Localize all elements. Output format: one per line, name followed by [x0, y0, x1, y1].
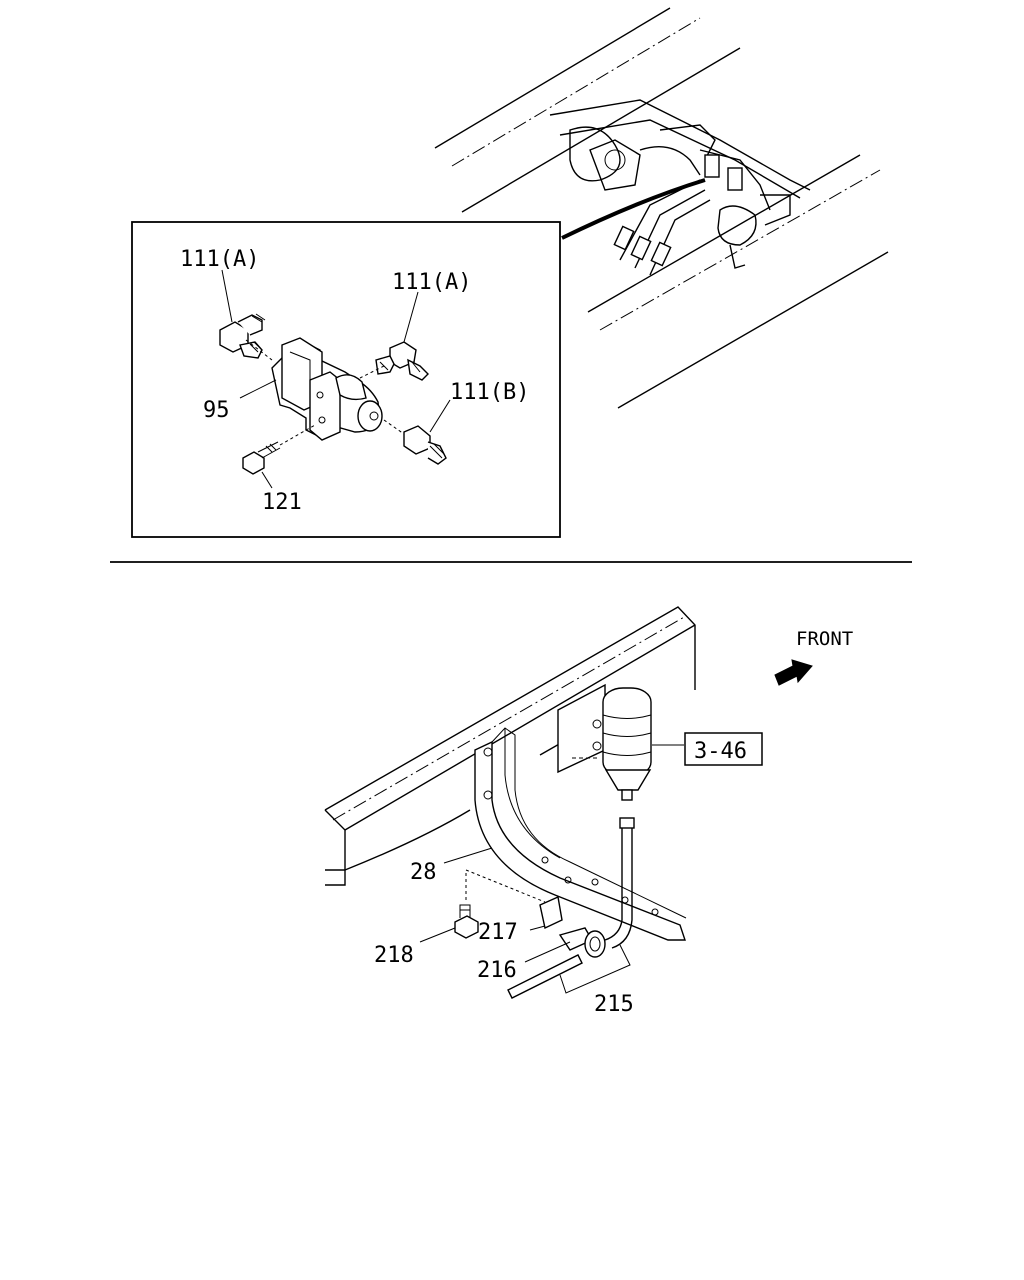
valve-assembly — [271, 337, 383, 441]
arrow-right-icon — [774, 659, 813, 686]
detail-box — [131, 221, 561, 538]
chassis-overview — [434, 7, 889, 409]
fitting-a-right-icon — [375, 341, 429, 381]
callout-fitting-a-left: 111(A) — [180, 247, 259, 272]
callout-bolt: 121 — [262, 490, 302, 515]
callout-217: 217 — [478, 920, 518, 945]
fitting-a-left-icon — [219, 313, 266, 359]
drain-cock-parts — [454, 869, 606, 999]
air-tank — [557, 683, 652, 801]
bolt-icon — [242, 441, 281, 475]
ref-box-label: 3-46 — [694, 739, 747, 764]
front-label: FRONT — [796, 628, 853, 650]
ref-box — [684, 732, 763, 766]
callout-valve: 95 — [203, 398, 230, 423]
drain-pipe — [604, 817, 635, 949]
callout-218: 218 — [374, 943, 414, 968]
bracket-28 — [474, 727, 687, 941]
frame-rail — [324, 606, 696, 886]
callout-bracket: 28 — [410, 860, 437, 885]
fitting-b-icon — [403, 425, 447, 465]
callout-215: 215 — [594, 992, 634, 1017]
callout-fitting-a-right: 111(A) — [392, 270, 471, 295]
callout-216: 216 — [477, 958, 517, 983]
callout-fitting-b: 111(B) — [450, 380, 529, 405]
